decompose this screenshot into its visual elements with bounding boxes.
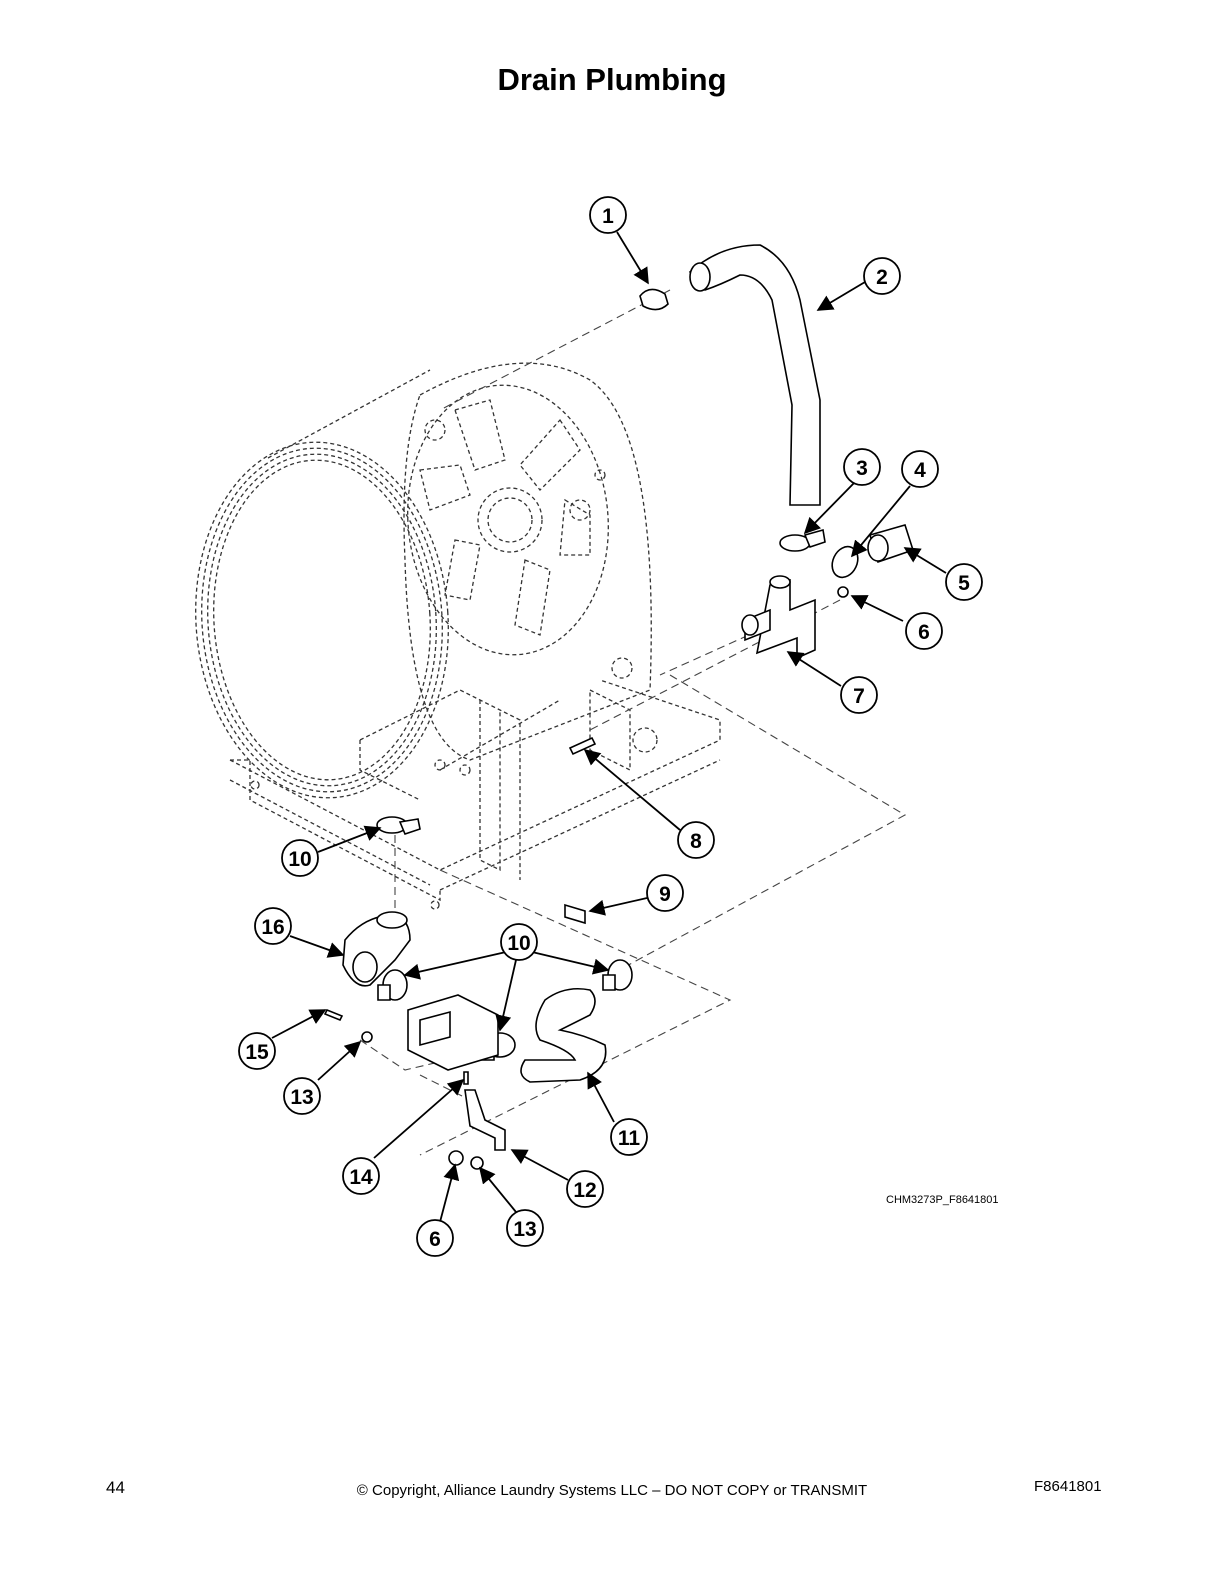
svg-text:14: 14 (349, 1166, 373, 1189)
svg-text:2: 2 (876, 266, 888, 289)
page-number: 44 (106, 1478, 125, 1497)
copyright-notice: © Copyright, Alliance Laundry Systems LL… (356, 1482, 868, 1499)
callout-6: 6 (905, 612, 943, 650)
figure-id: CHM3273P_F8641801 (886, 1194, 999, 1206)
callout-10-upper: 10 (281, 839, 319, 877)
callout-16: 16 (254, 907, 292, 945)
callout-12: 12 (566, 1170, 604, 1208)
callout-10-lower: 10 (500, 923, 538, 961)
callout-2: 2 (863, 257, 901, 295)
callout-7: 7 (840, 676, 878, 714)
callout-11: 11 (610, 1118, 648, 1156)
callout-6-bottom: 6 (416, 1219, 454, 1257)
svg-text:16: 16 (261, 916, 284, 939)
callout-1: 1 (589, 196, 627, 234)
svg-text:15: 15 (245, 1041, 269, 1064)
callout-14: 14 (342, 1157, 380, 1195)
svg-text:12: 12 (573, 1179, 596, 1202)
svg-text:13: 13 (290, 1086, 313, 1109)
svg-text:10: 10 (288, 848, 311, 871)
svg-text:6: 6 (918, 621, 930, 644)
callout-8: 8 (677, 821, 715, 859)
svg-text:13: 13 (513, 1218, 536, 1241)
svg-text:11: 11 (618, 1127, 641, 1150)
callout-13-left: 13 (283, 1077, 321, 1115)
parts (323, 244, 915, 1170)
callout-13-bottom: 13 (506, 1209, 544, 1247)
svg-text:7: 7 (853, 685, 865, 708)
callout-9: 9 (646, 874, 684, 912)
callout-3: 3 (843, 448, 881, 486)
svg-text:4: 4 (914, 459, 926, 482)
svg-text:8: 8 (690, 830, 702, 853)
leader-lines (271, 231, 947, 1223)
callout-5: 5 (945, 563, 983, 601)
svg-text:6: 6 (429, 1228, 441, 1251)
svg-text:9: 9 (659, 883, 671, 906)
page-title: Drain Plumbing (497, 62, 727, 97)
svg-text:3: 3 (856, 457, 868, 480)
svg-text:1: 1 (602, 205, 614, 228)
svg-text:5: 5 (958, 572, 970, 595)
callout-4: 4 (901, 450, 939, 488)
callouts: 1 2 3 4 5 6 7 8 9 10 10 11 12 13 13 14 1… (238, 196, 983, 1257)
document-code: F8641801 (1034, 1478, 1102, 1495)
callout-15: 15 (238, 1032, 276, 1070)
svg-text:10: 10 (507, 932, 530, 955)
machine-outline (195, 362, 721, 910)
